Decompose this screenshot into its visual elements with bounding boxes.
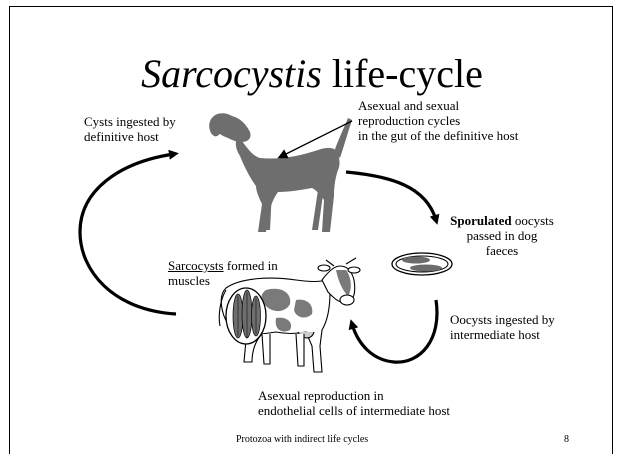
label-line: Asexual and sexual xyxy=(358,98,518,113)
label-sarcocysts: Sarcocysts formed in muscles xyxy=(168,258,278,288)
label-asexual-reproduction: Asexual reproduction in endothelial cell… xyxy=(258,388,450,418)
sarcocysts-rest: formed in xyxy=(224,258,278,273)
label-asexual-sexual: Asexual and sexual reproduction cycles i… xyxy=(358,98,518,143)
label-line: Oocysts ingested by xyxy=(450,312,555,327)
sporulated-rest: oocysts xyxy=(512,213,554,228)
label-line: Asexual reproduction in xyxy=(258,388,450,403)
cyst-closeup-icon xyxy=(226,288,266,344)
label-line: definitive host xyxy=(84,129,176,144)
label-line: Sarcocysts formed in xyxy=(168,258,278,273)
label-line: Sporulated oocysts xyxy=(440,213,564,228)
label-line: faeces xyxy=(440,243,564,258)
label-line: Cysts ingested by xyxy=(84,114,176,129)
label-cysts-ingested: Cysts ingested by definitive host xyxy=(84,114,176,144)
label-line: passed in dog xyxy=(440,228,564,243)
label-oocysts-ingested: Oocysts ingested by intermediate host xyxy=(450,312,555,342)
label-line: endothelial cells of intermediate host xyxy=(258,403,450,418)
sarcocysts-underlined: Sarcocysts xyxy=(168,258,224,273)
arrow-oocysts-to-cow xyxy=(352,300,437,362)
label-line: intermediate host xyxy=(450,327,555,342)
label-line: in the gut of the definitive host xyxy=(358,128,518,143)
label-line: muscles xyxy=(168,273,278,288)
page-number: 8 xyxy=(564,434,569,445)
arrow-dog-to-oocysts xyxy=(346,172,436,220)
arrow-cow-to-dog xyxy=(80,154,176,314)
footer-text: Protozoa with indirect life cycles xyxy=(236,434,368,445)
label-sporulated: Sporulated oocysts passed in dog faeces xyxy=(440,213,564,258)
sporulated-bold: Sporulated xyxy=(450,213,511,228)
label-line: reproduction cycles xyxy=(358,113,518,128)
